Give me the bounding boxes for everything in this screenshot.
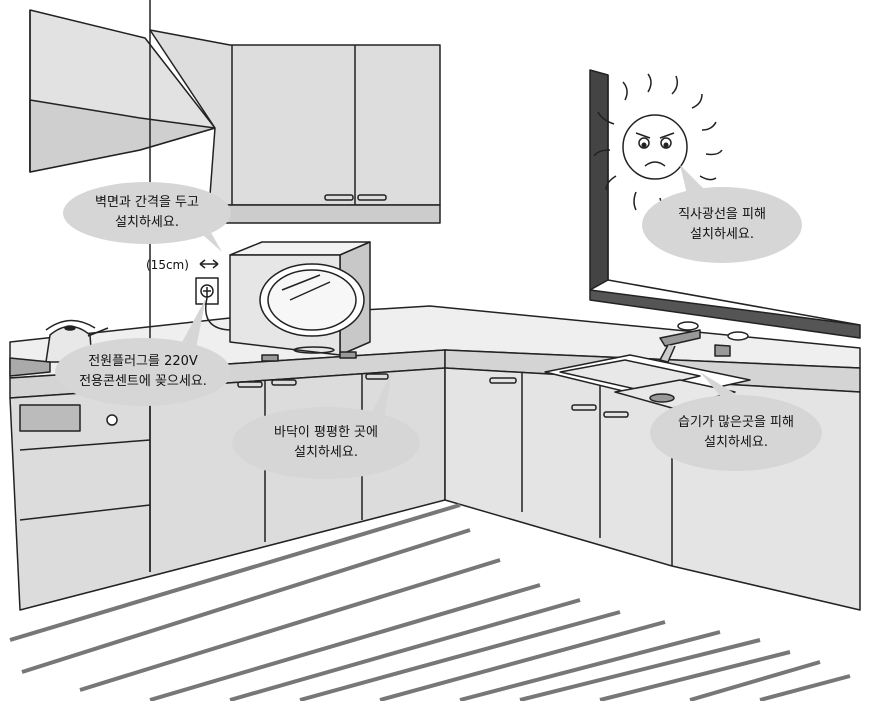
- callout-wall-gap-line2: 설치하세요.: [77, 213, 217, 233]
- callout-level-floor: 바닥이 평평한 곳에 설치하세요.: [246, 423, 406, 463]
- callout-sunlight: 직사광선을 피해 설치하세요.: [652, 205, 792, 245]
- callout-power-plug: 전원플러그를 220V 전용콘센트에 꽂으세요.: [63, 352, 223, 392]
- stove: [10, 358, 50, 376]
- callout-power-plug-line1: 전원플러그를 220V: [63, 352, 223, 372]
- callout-humidity-line1: 습기가 많은곳을 피해: [656, 413, 816, 433]
- callout-wall-gap: 벽면과 간격을 두고 설치하세요.: [77, 193, 217, 233]
- double-arrow-icon: [200, 260, 218, 268]
- callout-power-plug-line2: 전용콘센트에 꽂으세요.: [63, 372, 223, 392]
- callout-level-floor-line2: 설치하세요.: [246, 443, 406, 463]
- callout-level-floor-line1: 바닥이 평평한 곳에: [246, 423, 406, 443]
- callout-humidity: 습기가 많은곳을 피해 설치하세요.: [656, 413, 816, 453]
- callout-wall-gap-line1: 벽면과 간격을 두고: [77, 193, 217, 213]
- callout-sunlight-line2: 설치하세요.: [652, 225, 792, 245]
- callout-humidity-line2: 설치하세요.: [656, 433, 816, 453]
- range-hood: [30, 10, 215, 172]
- callout-sunlight-line1: 직사광선을 피해: [652, 205, 792, 225]
- clearance-label: (15cm): [146, 258, 189, 272]
- dryer-icon: [230, 242, 370, 361]
